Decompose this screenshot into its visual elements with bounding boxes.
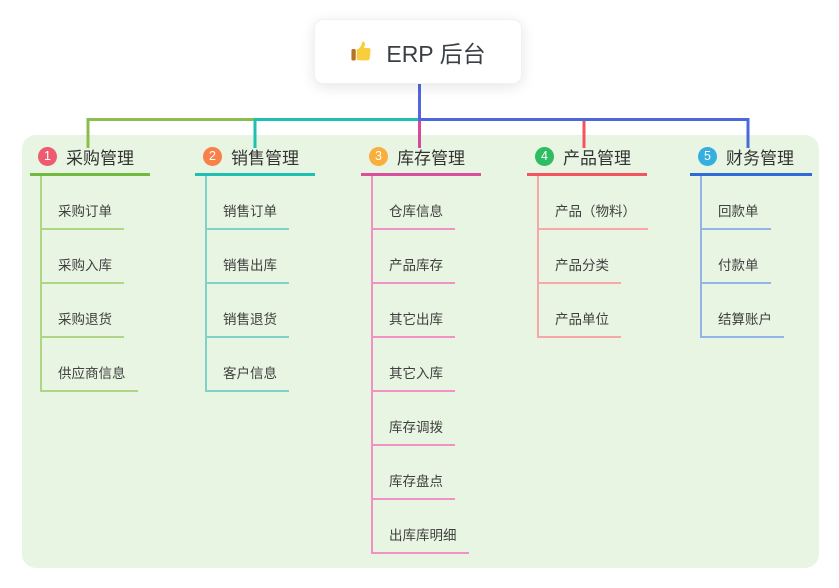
child-item-label: 回款单 [702, 200, 771, 230]
branch-children: 产品（物料） 产品分类产品单位 [537, 176, 648, 338]
child-item[interactable]: 仓库信息 [373, 176, 481, 230]
branch-header[interactable]: 3 库存管理 [361, 146, 481, 176]
child-item[interactable]: 库存盘点 [373, 446, 481, 500]
child-item[interactable]: 出库库明细 [373, 500, 481, 554]
branch: 4 产品管理 产品（物料） 产品分类产品单位 [527, 146, 648, 338]
branch-header[interactable]: 5 财务管理 [690, 146, 812, 176]
branch-label: 销售管理 [231, 148, 299, 168]
child-item[interactable]: 客户信息 [207, 338, 315, 392]
child-item[interactable]: 产品分类 [539, 230, 647, 284]
child-item[interactable]: 产品（物料） [539, 176, 648, 230]
branch: 3 库存管理 仓库信息产品库存其它出库其它入库库存调拨库存盘点出库库明细 [361, 146, 481, 554]
branch-number-badge: 3 [369, 146, 388, 166]
child-item[interactable]: 产品库存 [373, 230, 481, 284]
child-item[interactable]: 付款单 [702, 230, 812, 284]
child-item[interactable]: 产品单位 [539, 284, 647, 338]
branch: 5 财务管理 回款单付款单结算账户 [690, 146, 812, 338]
child-item-label: 客户信息 [207, 362, 289, 392]
child-item[interactable]: 结算账户 [702, 284, 812, 338]
child-item-label: 其它入库 [373, 362, 455, 392]
branch-label: 财务管理 [726, 148, 794, 168]
branch-label: 采购管理 [66, 148, 134, 168]
child-item[interactable]: 其它出库 [373, 284, 481, 338]
child-item[interactable]: 销售出库 [207, 230, 315, 284]
child-item-label: 销售订单 [207, 200, 289, 230]
child-item-label: 销售退货 [207, 308, 289, 338]
child-item-label: 采购订单 [42, 200, 124, 230]
child-item-label: 出库库明细 [373, 524, 469, 554]
child-item-label: 产品分类 [539, 254, 621, 284]
branches-background-panel [22, 135, 819, 568]
branch-number-badge: 2 [203, 146, 222, 166]
child-item[interactable]: 回款单 [702, 176, 812, 230]
child-item-label: 结算账户 [702, 308, 784, 338]
child-item-label: 库存盘点 [373, 470, 455, 500]
child-item[interactable]: 销售订单 [207, 176, 315, 230]
branch-number-badge: 5 [698, 146, 717, 166]
branch-header[interactable]: 4 产品管理 [527, 146, 647, 176]
branch-number-badge: 1 [38, 146, 57, 166]
child-item-label: 其它出库 [373, 308, 455, 338]
branch-header[interactable]: 2 销售管理 [195, 146, 315, 176]
root-title: ERP 后台 [386, 40, 486, 67]
child-item-label: 付款单 [702, 254, 771, 284]
child-item-label: 产品单位 [539, 308, 621, 338]
child-item-label: 销售出库 [207, 254, 289, 284]
branch-children: 销售订单销售出库销售退货客户信息 [205, 176, 315, 392]
child-item[interactable]: 其它入库 [373, 338, 481, 392]
branch: 2 销售管理 销售订单销售出库销售退货客户信息 [195, 146, 315, 392]
child-item-label: 供应商信息 [42, 362, 138, 392]
thumbs-up-icon [351, 41, 371, 61]
branch-children: 仓库信息产品库存其它出库其它入库库存调拨库存盘点出库库明细 [371, 176, 481, 554]
branch-header[interactable]: 1 采购管理 [30, 146, 150, 176]
child-item[interactable]: 采购退货 [42, 284, 150, 338]
child-item-label: 产品（物料） [539, 200, 648, 230]
child-item[interactable]: 库存调拨 [373, 392, 481, 446]
child-item-label: 采购退货 [42, 308, 124, 338]
branch-children: 采购订单采购入库采购退货供应商信息 [40, 176, 150, 392]
child-item[interactable]: 销售退货 [207, 284, 315, 338]
branch-label: 产品管理 [563, 148, 631, 168]
child-item[interactable]: 供应商信息 [42, 338, 150, 392]
child-item-label: 仓库信息 [373, 200, 455, 230]
branch: 1 采购管理 采购订单采购入库采购退货供应商信息 [30, 146, 150, 392]
child-item-label: 产品库存 [373, 254, 455, 284]
branch-children: 回款单付款单结算账户 [700, 176, 812, 338]
child-item-label: 采购入库 [42, 254, 124, 284]
child-item-label: 库存调拨 [373, 416, 455, 446]
root-node[interactable]: ERP 后台 [314, 19, 522, 84]
branch-number-badge: 4 [535, 146, 554, 166]
branch-label: 库存管理 [397, 148, 465, 168]
child-item[interactable]: 采购入库 [42, 230, 150, 284]
child-item[interactable]: 采购订单 [42, 176, 150, 230]
